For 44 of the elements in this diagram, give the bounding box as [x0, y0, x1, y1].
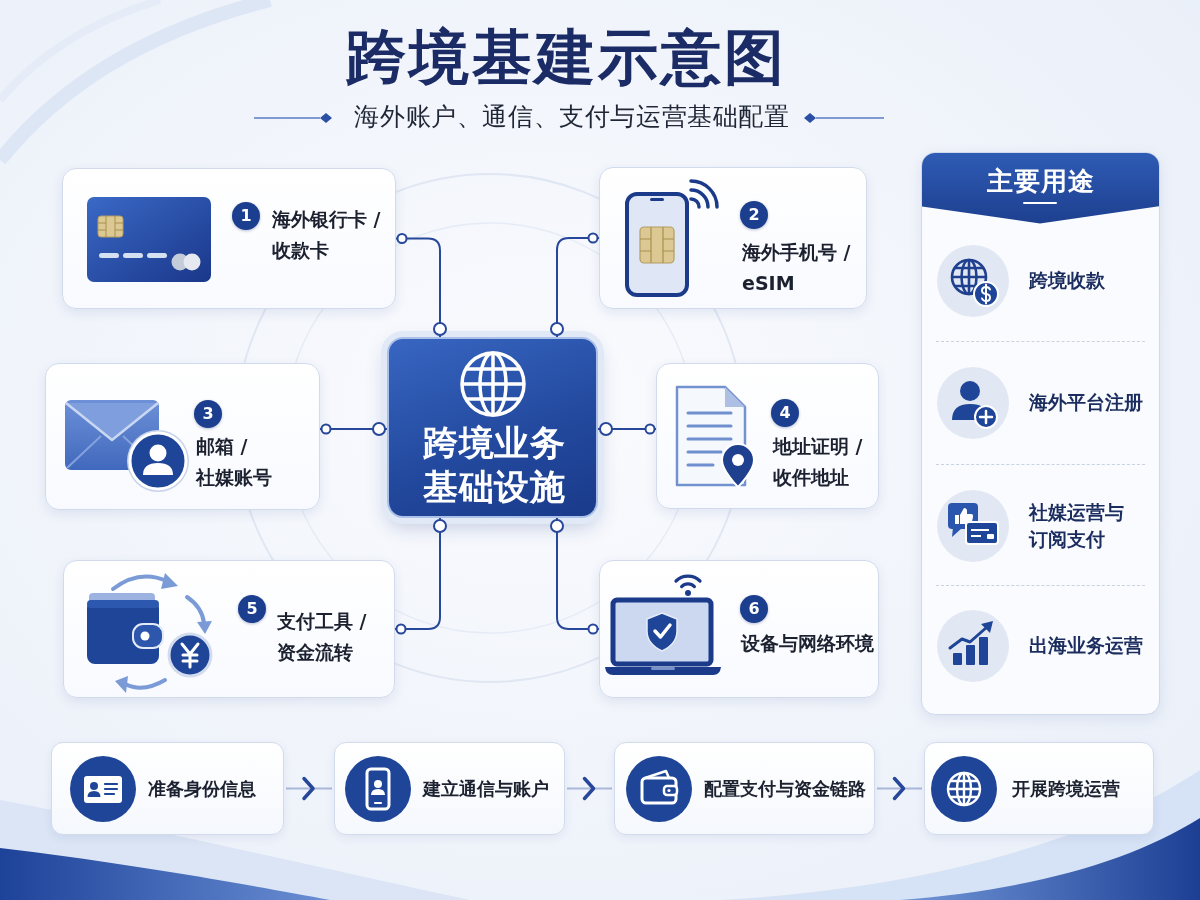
usage-label: 出海业务运营	[1029, 634, 1143, 658]
connector-line	[550, 517, 600, 635]
card-label: 支付工具 / 资金流转	[277, 609, 368, 665]
info-card	[45, 363, 320, 510]
number-badge: 2	[740, 201, 768, 229]
chevron-arrow	[876, 776, 923, 801]
step-label: 配置支付与资金链路	[704, 777, 866, 801]
info-card	[599, 560, 879, 698]
number-badge: 1	[232, 202, 260, 230]
chevron-arrow	[566, 776, 613, 801]
step-label: 开展跨境运营	[1012, 777, 1120, 801]
info-card	[599, 167, 867, 309]
usage-label: 社媒运营与订阅支付	[1029, 501, 1125, 552]
subtitle: 海外账户、通信、支付与运营基础配置	[354, 101, 790, 133]
card-label: 海外手机号 / eSIM	[742, 240, 852, 296]
card-label: 海外银行卡 / 收款卡	[272, 207, 382, 263]
step-card	[614, 742, 875, 835]
chevron-arrow	[285, 776, 333, 801]
hub-title: 跨境业务基础设施	[422, 422, 566, 509]
usage-panel	[921, 152, 1160, 715]
connector-line	[597, 422, 657, 436]
card-label: 地址证明 / 收件地址	[773, 434, 864, 490]
info-card	[63, 560, 395, 698]
number-badge: 3	[194, 400, 222, 428]
step-label: 建立通信与账户	[423, 777, 549, 801]
connector-line	[319, 422, 388, 436]
usage-label: 海外平台注册	[1029, 391, 1143, 415]
info-card	[656, 363, 879, 509]
info-card	[62, 168, 396, 309]
card-label: 设备与网络环境	[741, 631, 874, 656]
number-badge: 5	[238, 595, 266, 623]
connector-line	[550, 232, 600, 338]
step-card	[334, 742, 565, 835]
usage-label: 跨境收款	[1029, 269, 1105, 293]
step-label: 准备身份信息	[148, 777, 256, 801]
panel-title: 主要用途	[986, 164, 1095, 197]
step-card	[51, 742, 284, 835]
step-card	[924, 742, 1154, 835]
diagram-title: 跨境基建示意图	[345, 22, 787, 92]
connector-line	[395, 233, 447, 338]
card-label: 邮箱 / 社媒账号	[196, 434, 273, 490]
number-badge: 4	[771, 399, 799, 427]
number-badge: 6	[740, 595, 768, 623]
connector-line	[394, 517, 447, 635]
